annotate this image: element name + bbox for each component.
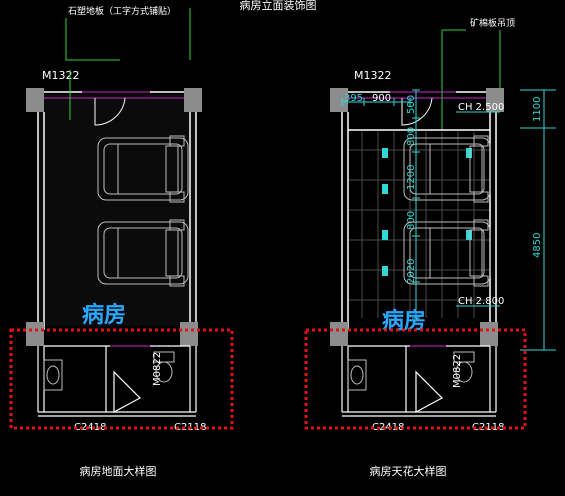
right-bathroom — [341, 345, 497, 417]
right-dim-3: 500 — [406, 95, 417, 114]
left-plan: 石塑地板（工字方式铺贴） M1322 — [9, 5, 234, 478]
right-walls — [341, 91, 497, 330]
left-door-swing — [44, 91, 184, 99]
right-ch-bottom: CH 2.800 — [458, 296, 504, 307]
left-annotation-floor: 石塑地板（工字方式铺贴） — [68, 5, 176, 17]
right-door-swing — [348, 91, 486, 99]
right-window-tag-left: C2418 — [372, 422, 404, 433]
right-dim-6: 800 — [406, 211, 417, 230]
right-bathroom-highlight — [304, 328, 527, 430]
left-caption: 病房地面大样图 — [80, 464, 157, 478]
left-room-floor — [38, 94, 196, 326]
right-plan: 矿棉板吊顶 M1322 — [304, 17, 556, 478]
right-toilet — [453, 351, 475, 383]
left-bed-1 — [97, 135, 189, 203]
left-column-mid-right — [180, 322, 198, 346]
right-annotation-ceiling: 矿棉板吊顶 — [470, 17, 515, 29]
left-column-top-right — [184, 88, 202, 112]
right-dim-far-main: 4850 — [532, 233, 543, 258]
left-door-arc — [94, 97, 126, 126]
right-dim-1: 395 — [344, 93, 363, 104]
right-dims-far — [520, 89, 556, 351]
right-bed-1 — [403, 135, 491, 203]
left-door-tag-bath: M0822 — [152, 352, 163, 386]
right-column-top-left — [330, 88, 348, 112]
right-light-fixtures — [382, 148, 472, 276]
top-title: 病房立面装饰图 — [240, 0, 317, 12]
right-dim-2: 900 — [372, 93, 391, 104]
right-leader-lines — [441, 29, 501, 130]
right-dim-5: 1200 — [406, 165, 417, 190]
right-dim-7: 2020 — [406, 259, 417, 284]
left-sink — [43, 359, 63, 391]
right-caption: 病房天花大样图 — [370, 464, 447, 478]
left-window-tag-left: C2418 — [74, 422, 106, 433]
left-walls — [37, 91, 197, 330]
right-column-mid-left — [330, 322, 348, 346]
left-bathroom-highlight — [9, 328, 234, 430]
right-ch-top: CH 2.500 — [458, 102, 504, 113]
right-dim-4: 800 — [406, 127, 417, 146]
right-dim-far-top: 1100 — [532, 97, 543, 122]
right-door-arc — [401, 97, 433, 126]
right-column-top-right — [486, 88, 504, 112]
left-door-tag-top: M1322 — [42, 69, 80, 82]
left-column-mid-left — [26, 322, 44, 346]
right-column-mid-right — [480, 322, 498, 346]
left-toilet — [153, 351, 175, 383]
right-ceiling-grid — [348, 132, 490, 318]
right-door-tag-top: M1322 — [354, 69, 392, 82]
right-dims-top — [341, 98, 411, 106]
right-dims-vertical — [412, 89, 420, 319]
left-leader-lines — [65, 8, 191, 61]
right-door-tag-bath: M0822 — [452, 354, 463, 388]
right-sink — [347, 359, 367, 391]
left-room-label: 病房 — [82, 302, 126, 328]
right-bed-2 — [403, 219, 491, 287]
left-column-top-left — [26, 88, 44, 112]
left-bed-2 — [97, 219, 189, 287]
right-window-tag-right: C2118 — [472, 422, 504, 433]
